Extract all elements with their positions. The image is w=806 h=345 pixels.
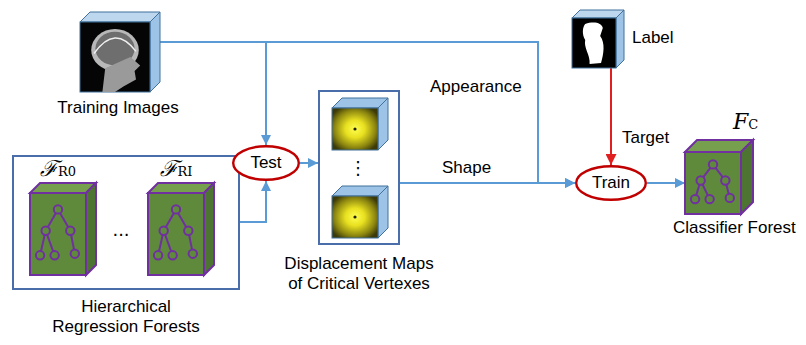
cube-front (332, 196, 378, 238)
ellipsis-mark: ⋮ (349, 159, 367, 177)
cube-side (616, 10, 624, 68)
node-shape (572, 10, 624, 68)
vertex-dot (353, 127, 356, 130)
process-label: Test (250, 153, 281, 173)
ellipse-outline (576, 166, 646, 200)
math-symbol: FC (733, 109, 758, 135)
forest-cube: FCClassifier Forest (685, 140, 753, 214)
forest-cube: ℱRI (148, 183, 214, 275)
edge-label: Shape (440, 158, 493, 178)
tree-node (691, 195, 699, 203)
cube-top (572, 10, 624, 18)
tree-node (189, 249, 197, 257)
tree-node (705, 195, 713, 203)
connector-arrow (300, 162, 318, 164)
tree-node (709, 160, 717, 168)
process-ellipse: Train (575, 165, 647, 201)
cube-front (80, 22, 150, 92)
tree-node (172, 205, 180, 213)
cube-side (86, 183, 96, 275)
cube-side (204, 183, 214, 275)
process-ellipse: Test (232, 145, 300, 181)
ellipse-outline (233, 146, 299, 180)
node-caption: Classifier Forest (673, 218, 796, 238)
node-shape (685, 140, 753, 214)
cube-front (148, 193, 204, 275)
bone-outline (94, 38, 136, 54)
tree-node (71, 249, 79, 257)
tree-node (41, 227, 49, 235)
node-caption: Label (632, 28, 674, 48)
cube-front (332, 108, 378, 150)
tree-node (696, 176, 704, 184)
group-heading: Hierarchical Regression Forests (42, 297, 210, 338)
process-label: Train (592, 173, 630, 193)
cube-side (378, 186, 388, 238)
cube-top (80, 12, 160, 22)
tree-node (36, 251, 44, 259)
tree-node (721, 176, 729, 184)
tree-node (726, 194, 734, 202)
node-shape (148, 183, 214, 275)
cube-side (378, 98, 388, 150)
tree-node (66, 227, 74, 235)
connector-arrow (610, 68, 612, 165)
tree-node (54, 205, 62, 213)
node-shape (30, 183, 96, 275)
node-shape (80, 12, 160, 92)
forest-cube: ℱR0 (30, 183, 96, 275)
label-mask (583, 23, 604, 64)
ellipsis-mark: ... (112, 221, 129, 239)
connector-arrow (647, 182, 685, 184)
tree-node (184, 227, 192, 235)
displacement-map-cube (332, 98, 388, 150)
tree-node (168, 251, 176, 259)
face-profile (102, 57, 140, 92)
cube-side (150, 12, 160, 92)
label-cube: Label (572, 10, 624, 68)
cube-front (30, 193, 86, 275)
tree-node (154, 251, 162, 259)
tree-node (159, 227, 167, 235)
vertex-dot (353, 215, 356, 218)
node-caption: Training Images (57, 98, 178, 118)
math-symbol: ℱR0 (40, 156, 76, 182)
connector-arrow (160, 42, 575, 183)
tree-node (50, 251, 58, 259)
connector-arrow (160, 42, 266, 145)
displacement-map-cube (332, 186, 388, 238)
cube-front (572, 18, 616, 68)
cube-side (741, 140, 753, 214)
cube-front (685, 152, 741, 214)
edge-label: Target (620, 128, 671, 148)
math-symbol: ℱRI (160, 156, 193, 182)
connector-arrow (400, 182, 575, 184)
group-heading: Displacement Maps of Critical Vertexes (275, 254, 443, 295)
edge-label: Appearance (428, 77, 524, 97)
image-cube: Training Images (80, 12, 160, 92)
connector-arrow (240, 181, 266, 222)
